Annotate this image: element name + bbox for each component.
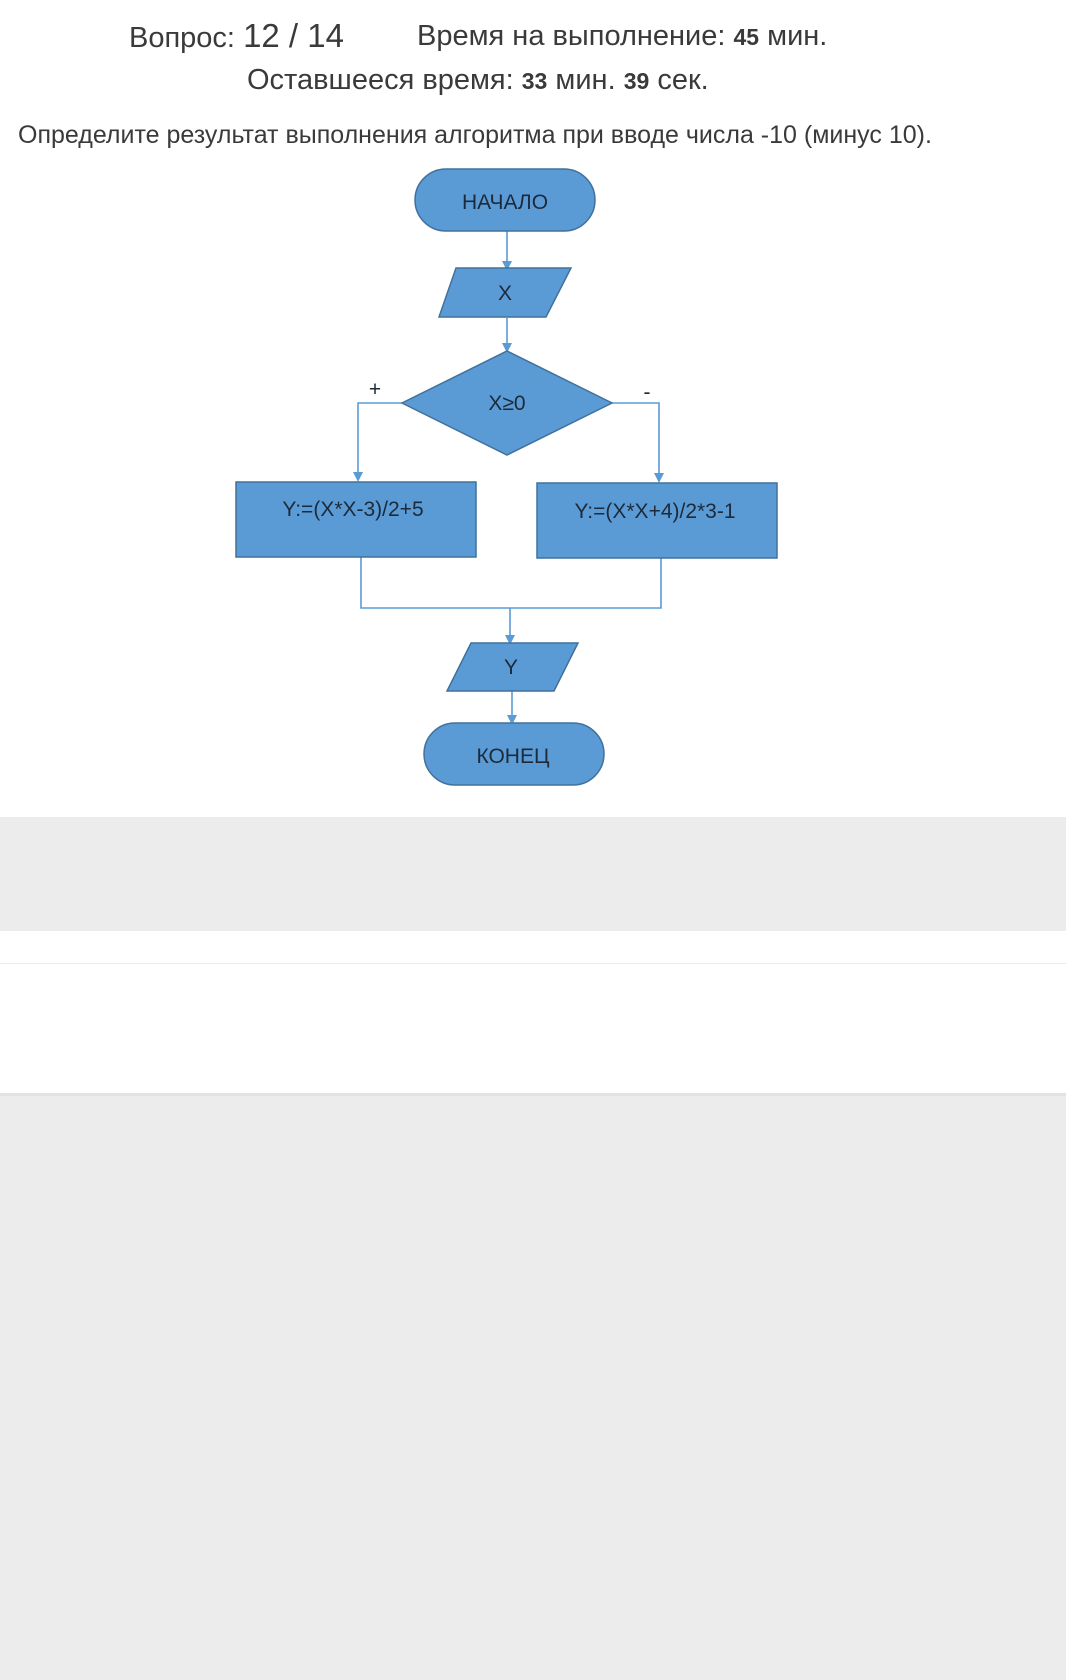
output-parallelogram bbox=[445, 642, 580, 692]
remaining-minutes-unit: мин. bbox=[555, 64, 616, 96]
connector-merge bbox=[360, 557, 662, 609]
yes-process-box bbox=[235, 481, 477, 558]
start-label: НАЧАЛО bbox=[462, 191, 548, 214]
question-text: Определите результат выполнения алгоритм… bbox=[18, 121, 932, 149]
answer-divider bbox=[0, 963, 1066, 964]
condition-label: X≥0 bbox=[488, 392, 525, 415]
no-process-box bbox=[536, 482, 778, 559]
answer-area-border bbox=[0, 1093, 1066, 1096]
yes-process-label: Y:=(X*X-3)/2+5 bbox=[282, 498, 423, 521]
flowchart-connectors bbox=[353, 231, 664, 725]
answer-area[interactable] bbox=[0, 931, 1066, 1095]
input-parallelogram bbox=[437, 267, 573, 318]
flowchart-image: НАЧАЛО X X≥0 + - Y:=(X*X-3)/2+5 Y:=(X*X+… bbox=[235, 168, 778, 786]
time-label: Время на выполнение: bbox=[417, 20, 726, 52]
connector-yes-branch bbox=[353, 402, 403, 482]
remaining-label: Оставшееся время: bbox=[247, 64, 514, 96]
answer-area-gray bbox=[0, 817, 1066, 931]
start-terminator bbox=[414, 168, 596, 232]
remaining-time: Оставшееся время: 33 мин. 39 сек. bbox=[247, 58, 709, 102]
condition-diamond bbox=[400, 350, 614, 456]
time-value: 45 bbox=[733, 24, 760, 50]
time-unit: мин. bbox=[767, 20, 828, 52]
time-limit: Время на выполнение: 45 мин. bbox=[417, 14, 827, 59]
no-branch-label: - bbox=[644, 381, 651, 404]
end-terminator bbox=[423, 722, 605, 786]
input-label: X bbox=[498, 282, 512, 305]
yes-branch-label: + bbox=[369, 378, 381, 401]
remaining-minutes: 33 bbox=[521, 68, 548, 94]
no-process-label: Y:=(X*X+4)/2*3-1 bbox=[574, 500, 735, 523]
connector-no-branch bbox=[612, 402, 664, 483]
remaining-seconds-unit: сек. bbox=[657, 64, 709, 96]
remaining-seconds: 39 bbox=[623, 68, 650, 94]
end-label: КОНЕЦ bbox=[476, 745, 550, 768]
question-number: 12 / 14 bbox=[243, 17, 344, 54]
output-label: Y bbox=[504, 656, 518, 679]
question-label: Вопрос: bbox=[129, 22, 235, 54]
header-line-1: Вопрос: 12 / 14 Время на выполнение: 45 … bbox=[0, 14, 1066, 58]
question-counter: Вопрос: 12 / 14 bbox=[129, 14, 344, 60]
